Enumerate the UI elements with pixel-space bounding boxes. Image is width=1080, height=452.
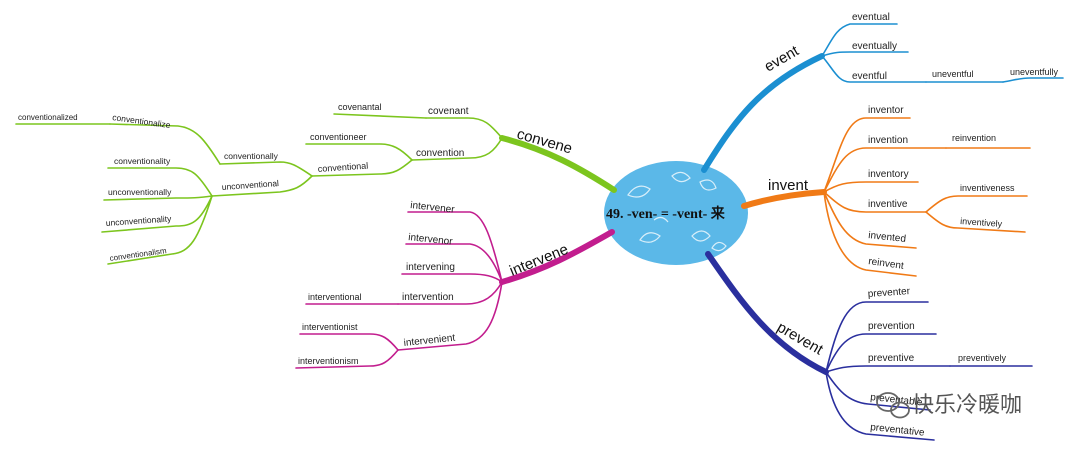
invent-line-inventor [823,117,911,193]
invent-line-invention [823,147,947,193]
intervene-line-intervener [407,211,503,283]
word-reinvent: reinvent [868,256,905,272]
word-inventively: inventively [960,216,1003,229]
word-uneventful: uneventful [932,69,974,79]
convene-line-conventional [311,159,413,177]
intervene-line-intervenor [405,243,503,283]
word-interventional: interventional [308,292,362,302]
word-intervenient: intervenient [403,333,456,349]
branch-label-prevent: prevent [774,319,827,359]
convene-line-convention [411,137,503,161]
prevent-line-preventer [825,301,929,373]
word-conventional: conventional [317,160,368,174]
watermark: 快乐冷暖咖 [876,392,1022,419]
center-title: 49. -ven- = -vent- 来 [606,206,726,222]
convene-line-conventioneer [305,143,413,161]
branch-intervene [295,211,615,369]
event-line-eventful [821,55,927,83]
word-conventionality: conventionality [114,156,171,166]
word-interventionist: interventionist [302,322,358,332]
invent-line-inventory [823,181,919,193]
wechat-icon [876,392,910,419]
intervene-line-intervenient [397,281,503,351]
word-eventual: eventual [852,12,890,23]
invent-main-line [741,189,827,209]
convene-line-conventionalize [109,123,221,165]
event-main-line [701,53,825,173]
convene-line-unconventionally [103,195,213,201]
convene-line-conventionality [107,167,213,197]
branch-label-intervene: intervene [507,241,571,280]
word-conventionalism: conventionalism [109,246,167,263]
prevent-line-preventive [825,365,951,373]
word-reinvention: reinvention [952,133,996,143]
word-intervention: intervention [402,292,454,303]
word-uneventfully: uneventfully [1010,67,1059,77]
word-unconventional: unconventional [221,178,279,192]
watermark-text: 快乐冷暖咖 [912,393,1022,418]
word-intervener: intervener [410,200,456,216]
word-preventive: preventive [868,353,915,364]
event-line-eventually [821,51,909,57]
convene-line-covenantal [333,113,427,119]
invent-line-inventively [925,211,1026,233]
prevent-line-preventable [825,371,931,411]
convene-line-covenant [425,117,503,139]
word-eventful: eventful [852,71,887,82]
word-invention: invention [868,135,908,146]
leaf-decoration-icon [627,171,727,252]
convene-line-conventionalism [107,195,213,265]
intervene-main-line [499,229,615,285]
convene-line-unconventionality [101,195,213,233]
invent-line-inventive [823,191,927,213]
convene-line-unconventional [211,175,313,197]
word-intervenor: intervenor [408,232,454,248]
word-inventor: inventor [868,105,904,116]
word-unconventionally: unconventionally [108,187,172,197]
event-line-uneventfully [1002,77,1064,83]
branch-prevent [705,251,1033,441]
intervene-line-interventionist [299,333,399,351]
invent-line-invented [823,191,917,249]
convene-line-conventionally [219,161,313,177]
word-inventiveness: inventiveness [960,183,1015,193]
word-unconventionality: unconventionality [105,213,172,228]
invent-line-reinvent [823,191,917,277]
word-covenantal: covenantal [338,102,382,112]
word-inventive: inventive [868,199,908,210]
word-conventionalized: conventionalized [18,113,78,122]
word-conventioneer: conventioneer [310,132,367,142]
prevent-line-preventative [825,371,935,441]
event-line-eventual [821,23,898,57]
word-conventionally: conventionally [224,151,279,161]
branch-invent [741,117,1031,277]
branch-event [701,23,1064,173]
word-interventionism: interventionism [298,356,359,366]
word-preventable: preventable [870,392,924,408]
word-convention: convention [416,148,464,159]
word-intervening: intervening [406,262,455,273]
word-prevention: prevention [868,321,915,332]
convene-main-line [499,135,617,193]
center-node: 49. -ven- = -vent- 来 [604,161,748,265]
word-eventually: eventually [852,41,897,52]
intervene-line-interventionism [295,349,399,369]
word-preventer: preventer [867,286,911,300]
word-covenant: covenant [428,106,469,117]
word-invented: invented [868,230,907,245]
intervene-line-intervening [401,273,503,283]
branch-label-invent: invent [768,177,809,194]
intervene-line-intervention [397,281,503,305]
branch-convene [15,113,617,265]
word-inventory: inventory [868,169,909,180]
word-preventively: preventively [958,353,1007,363]
prevent-main-line [705,251,829,375]
invent-line-inventiveness [925,195,1028,213]
word-conventionalize: conventionalize [112,112,172,130]
prevent-line-prevention [825,333,937,373]
